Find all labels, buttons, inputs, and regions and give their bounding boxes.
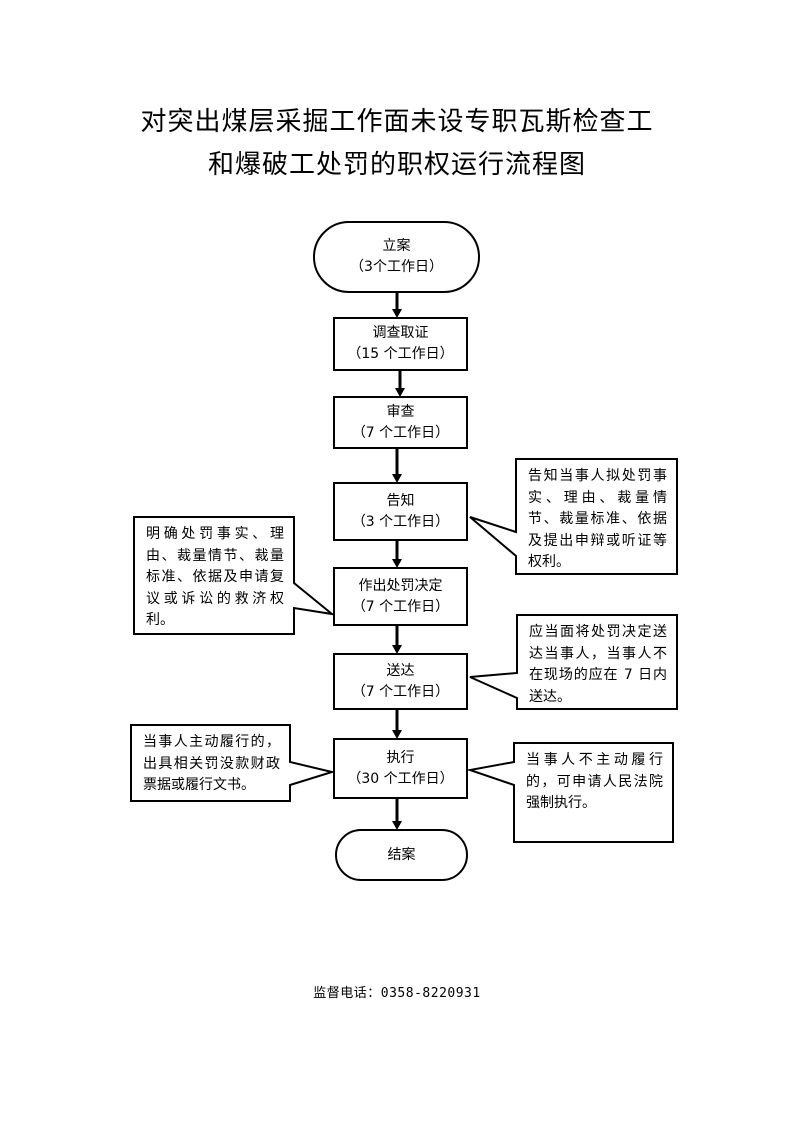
node-review: 审查 （7 个工作日） — [333, 396, 468, 449]
node-investigation: 调查取证 （15 个工作日） — [333, 317, 468, 371]
node-investigation-label: 调查取证 — [372, 325, 429, 341]
arrowhead — [392, 474, 402, 483]
arrowhead — [392, 730, 402, 739]
node-decision-label: 作出处罚决定 — [358, 577, 443, 594]
node-review-label: 审查 — [386, 403, 415, 420]
node-decision: 作出处罚决定 （7 个工作日） — [333, 567, 468, 626]
arrowhead — [392, 645, 402, 654]
node-execution: 执行 （30 个工作日） — [333, 738, 468, 799]
node-filing-label: 立案 — [382, 238, 411, 254]
note-delivery-rule: 应当面将处罚决定送达当事人，当事人不在现场的应在 7 日内送达。 — [519, 617, 675, 707]
note-voluntary-performance: 当事人主动履行的，出具相关罚没款财政票据或履行文书。 — [133, 727, 288, 799]
node-notification-label: 告知 — [386, 492, 415, 509]
page-title-line-2: 和爆破工处罚的职权运行流程图 — [207, 150, 586, 180]
arrowhead — [395, 388, 405, 397]
node-decision-duration: （7 个工作日） — [351, 598, 450, 615]
node-execution-label: 执行 — [386, 749, 415, 766]
node-filing-duration: （3个工作日） — [350, 259, 443, 275]
node-execution-duration: （30 个工作日） — [347, 770, 454, 787]
node-notification: 告知 （3 个工作日） — [333, 482, 468, 541]
node-delivery-label: 送达 — [386, 662, 415, 679]
arrowhead — [392, 821, 402, 830]
note-notify-rights: 告知当事人拟处罚事实、理由、裁量情节、裁量标准、依据及提出申辩或听证等权利。 — [518, 461, 675, 572]
node-closing-label: 结案 — [387, 846, 416, 863]
arrowhead — [392, 559, 402, 568]
node-review-duration: （7 个工作日） — [351, 424, 450, 441]
note-enforcement: 当事人不主动履行的，可申请人民法院强制执行。 — [516, 745, 671, 840]
node-notification-duration: （3 个工作日） — [351, 513, 450, 530]
node-delivery-duration: （7 个工作日） — [351, 683, 450, 700]
node-delivery: 送达 （7 个工作日） — [333, 653, 468, 710]
note-decision-content: 明确处罚事实、理由、裁量情节、裁量标准、依据及申请复议或诉讼的救济权利。 — [136, 519, 292, 632]
supervision-phone: 监督电话：0358-8220931 — [313, 986, 481, 1001]
page-title-line-1: 对突出煤层采掘工作面未设专职瓦斯检查工 — [140, 107, 654, 137]
arrowhead — [392, 309, 402, 318]
node-investigation-duration: （15 个工作日） — [347, 346, 454, 362]
node-filing: 立案 （3个工作日） — [313, 221, 480, 293]
node-closing: 结案 — [335, 829, 468, 881]
